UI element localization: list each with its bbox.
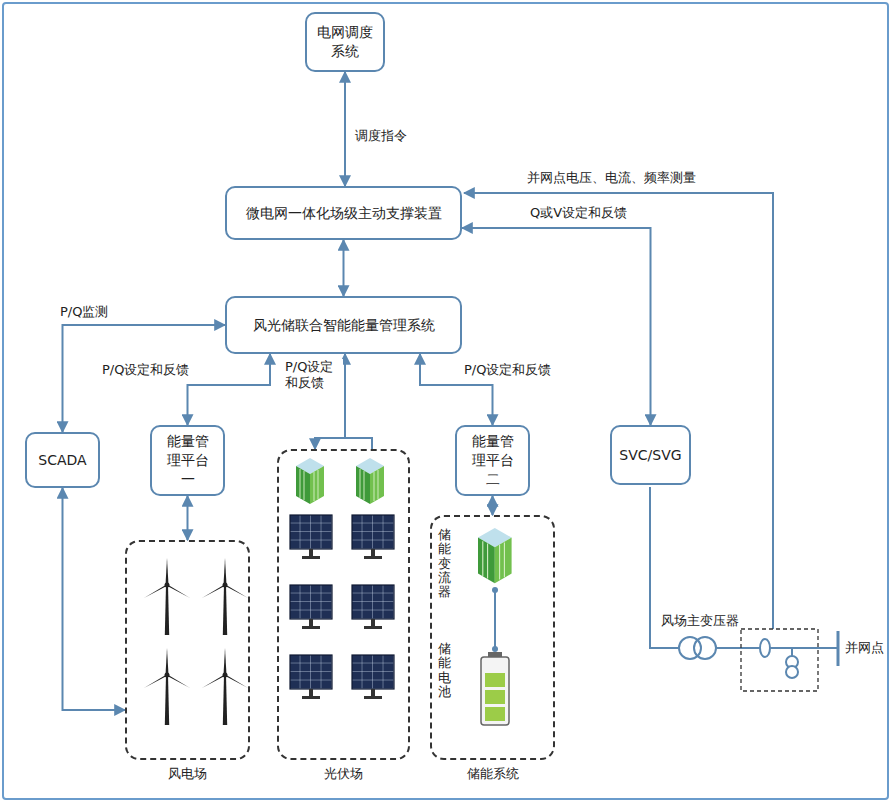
solar-panels <box>290 515 394 699</box>
box-label: 电网调度系统 <box>315 23 375 61</box>
connector <box>462 228 651 425</box>
edge-label: Q或V设定和反馈 <box>528 205 629 221</box>
battery <box>481 652 509 725</box>
vertical-label: 储能电池 <box>438 642 451 699</box>
bracket <box>345 438 372 449</box>
edge-label: P/Q设定和反馈 <box>283 359 343 392</box>
measurement-wire <box>464 193 773 629</box>
edge-label: P/Q设定和反馈 <box>100 362 191 378</box>
connector <box>187 496 189 540</box>
annotation: 风场主变压器 <box>648 613 752 629</box>
grid-bar <box>837 631 840 666</box>
transformer-symbol <box>679 637 716 659</box>
annotation: 并网点电压、电流、频率测量 <box>525 170 698 186</box>
instrument-box <box>741 629 818 691</box>
group-region: 风电场 <box>125 540 250 760</box>
process-box: SVC/SVG <box>610 425 691 485</box>
bus-wire <box>716 647 838 649</box>
connector <box>344 72 346 186</box>
region-title: 风电场 <box>107 765 268 783</box>
process-box: 能量管理平台二 <box>455 425 530 496</box>
region-title: 光伏场 <box>259 765 428 783</box>
process-box: 电网调度系统 <box>305 12 385 72</box>
process-box: 风光储联合智能能量管理系统 <box>225 296 462 354</box>
connector <box>492 496 494 515</box>
group-region: 光伏场 <box>277 449 410 760</box>
process-box: 微电网一体化场级主动支撑装置 <box>225 186 462 240</box>
storage-converter <box>478 528 512 583</box>
edge-label: P/Q监测 <box>58 304 110 320</box>
box-label: 风光储联合智能能量管理系统 <box>253 316 435 335</box>
box-label: SVC/SVG <box>619 446 681 465</box>
dc-link <box>494 588 496 650</box>
vertical-label: 储能变流器 <box>438 528 451 599</box>
instrument-transformers <box>760 639 798 678</box>
edge-label: 调度指令 <box>353 128 409 144</box>
annotation: 并网点 <box>843 640 886 656</box>
pv-inverters <box>296 458 384 504</box>
connector <box>343 240 345 296</box>
edge-label: P/Q设定和反馈 <box>462 362 553 378</box>
region-title: 储能系统 <box>412 765 573 783</box>
connector <box>63 325 226 432</box>
box-label: SCADA <box>38 451 86 470</box>
wind-turbines <box>144 558 248 725</box>
connector <box>63 488 126 710</box>
process-box: SCADA <box>25 432 100 488</box>
connector <box>188 354 271 425</box>
box-label: 微电网一体化场级主动支撑装置 <box>246 204 442 223</box>
box-label: 能量管理平台二 <box>465 432 520 489</box>
frame <box>3 3 888 799</box>
box-label: 能量管理平台一 <box>160 432 215 489</box>
process-box: 能量管理平台一 <box>150 425 225 496</box>
